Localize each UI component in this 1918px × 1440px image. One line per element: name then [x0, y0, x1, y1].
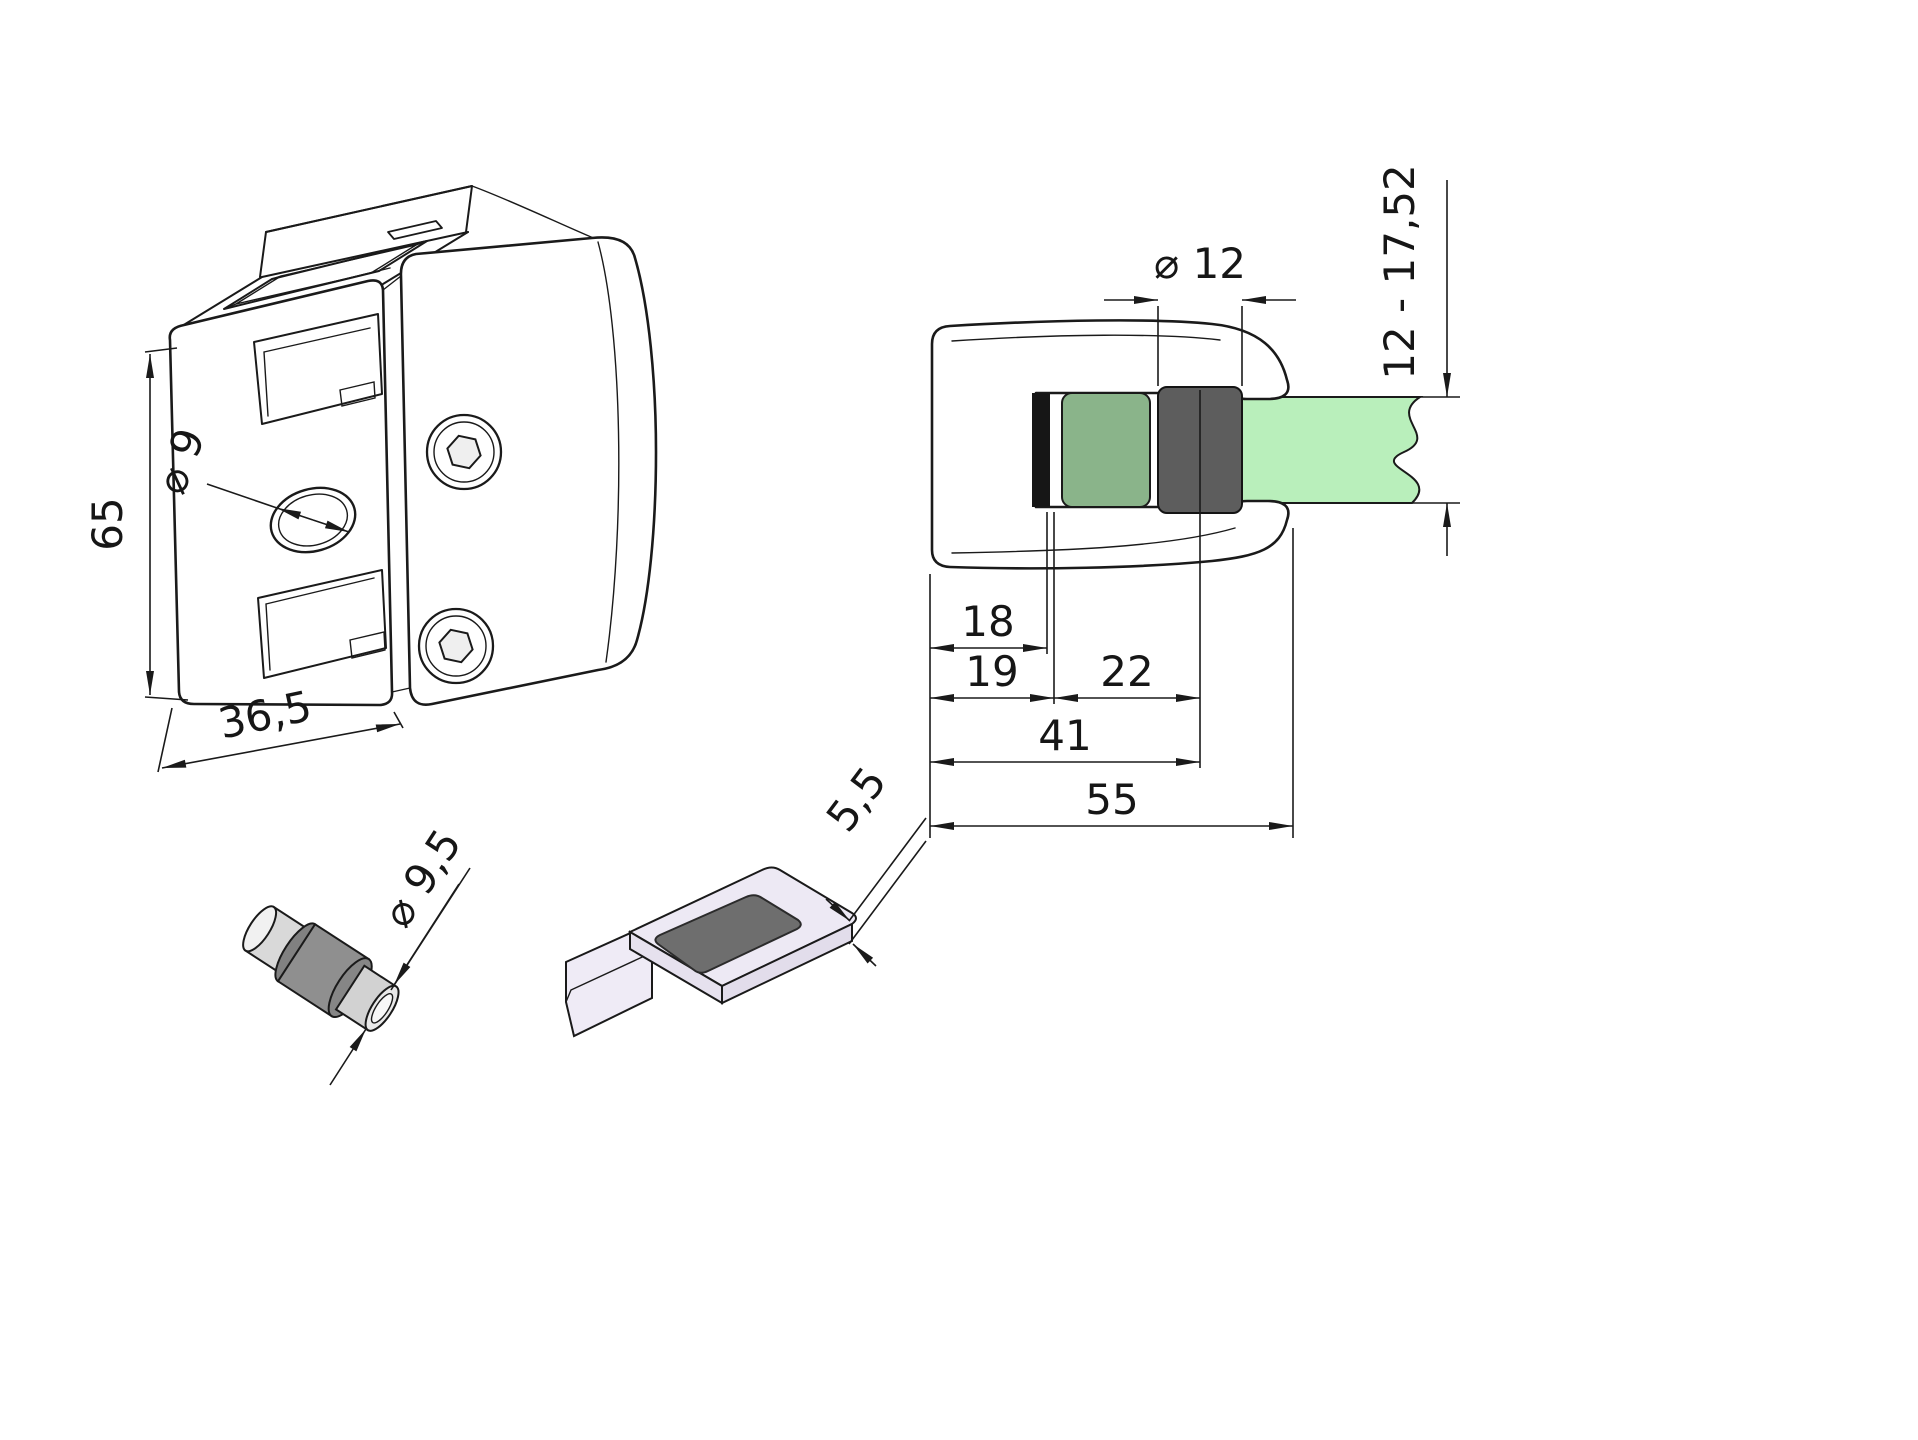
- dim-18-label: 18: [961, 597, 1014, 646]
- isometric-view: 65 36,5 ⌀ 9: [83, 185, 658, 773]
- mounting-hole-chamfer: [277, 493, 349, 547]
- slot-interior-line: [299, 267, 391, 291]
- dim-19-label: 19: [965, 647, 1018, 696]
- front-plate: [399, 236, 658, 706]
- pin-body: [242, 905, 400, 1032]
- bottom-inner-line: [951, 527, 1236, 554]
- dim-chain: 18 19 22 41 55: [929, 512, 1294, 838]
- gasket-pad: [654, 894, 802, 974]
- dim-glass-range-label: 12 - 17,52: [1375, 164, 1424, 380]
- gasket-block: [1061, 392, 1151, 508]
- dim-pin-diameter-label: ⌀ 12: [1154, 239, 1246, 288]
- through-slot: [387, 220, 443, 240]
- dim-22-label: 22: [1100, 647, 1153, 696]
- edge-band-lines: [382, 275, 411, 693]
- hex-screw-top: [425, 413, 503, 491]
- clamp-back-plate: [1032, 393, 1050, 507]
- clamp-body-profile: [930, 319, 1290, 570]
- gasket-flange-crease: [565, 952, 652, 1003]
- lower-recess-step: [349, 631, 386, 659]
- top-face-left-edge: [181, 276, 263, 327]
- pin-detail-view: ⌀ 9,5: [242, 821, 472, 1086]
- lower-recess: [257, 569, 387, 679]
- dim-pin-diameter: ⌀ 12: [1104, 239, 1296, 386]
- dim-pin-detail-label: ⌀ 9,5: [373, 821, 472, 936]
- upper-recess-step: [339, 381, 376, 407]
- gasket-detail-view: 5,5: [565, 758, 927, 1038]
- slot-back-rim: [261, 231, 469, 278]
- hex-socket: [446, 434, 482, 470]
- dim-height-label: 65: [83, 497, 132, 550]
- mounting-face: [168, 279, 394, 707]
- lower-recess-depth: [265, 577, 375, 671]
- upper-recess: [253, 313, 383, 425]
- dim-55-label: 55: [1085, 775, 1138, 824]
- glass-panel: [1241, 396, 1424, 504]
- top-inner-line: [951, 334, 1221, 342]
- hex-screw-bottom: [417, 607, 495, 685]
- back-wall-top-edge: [265, 185, 473, 233]
- front-plate-curvature-line: [597, 241, 620, 663]
- dim-41-label: 41: [1038, 711, 1091, 760]
- side-section-view: ⌀ 12 12 - 17,52 18 19 22 41 55: [929, 164, 1460, 838]
- hex-socket: [438, 628, 474, 664]
- dim-glass-thickness: 12 - 17,52: [1374, 164, 1460, 556]
- upper-recess-depth: [263, 327, 371, 417]
- back-wall-to-plate-edge: [471, 185, 599, 241]
- dim-gasket-thickness-label: 5,5: [817, 758, 896, 841]
- dim-height: 65: [83, 347, 189, 701]
